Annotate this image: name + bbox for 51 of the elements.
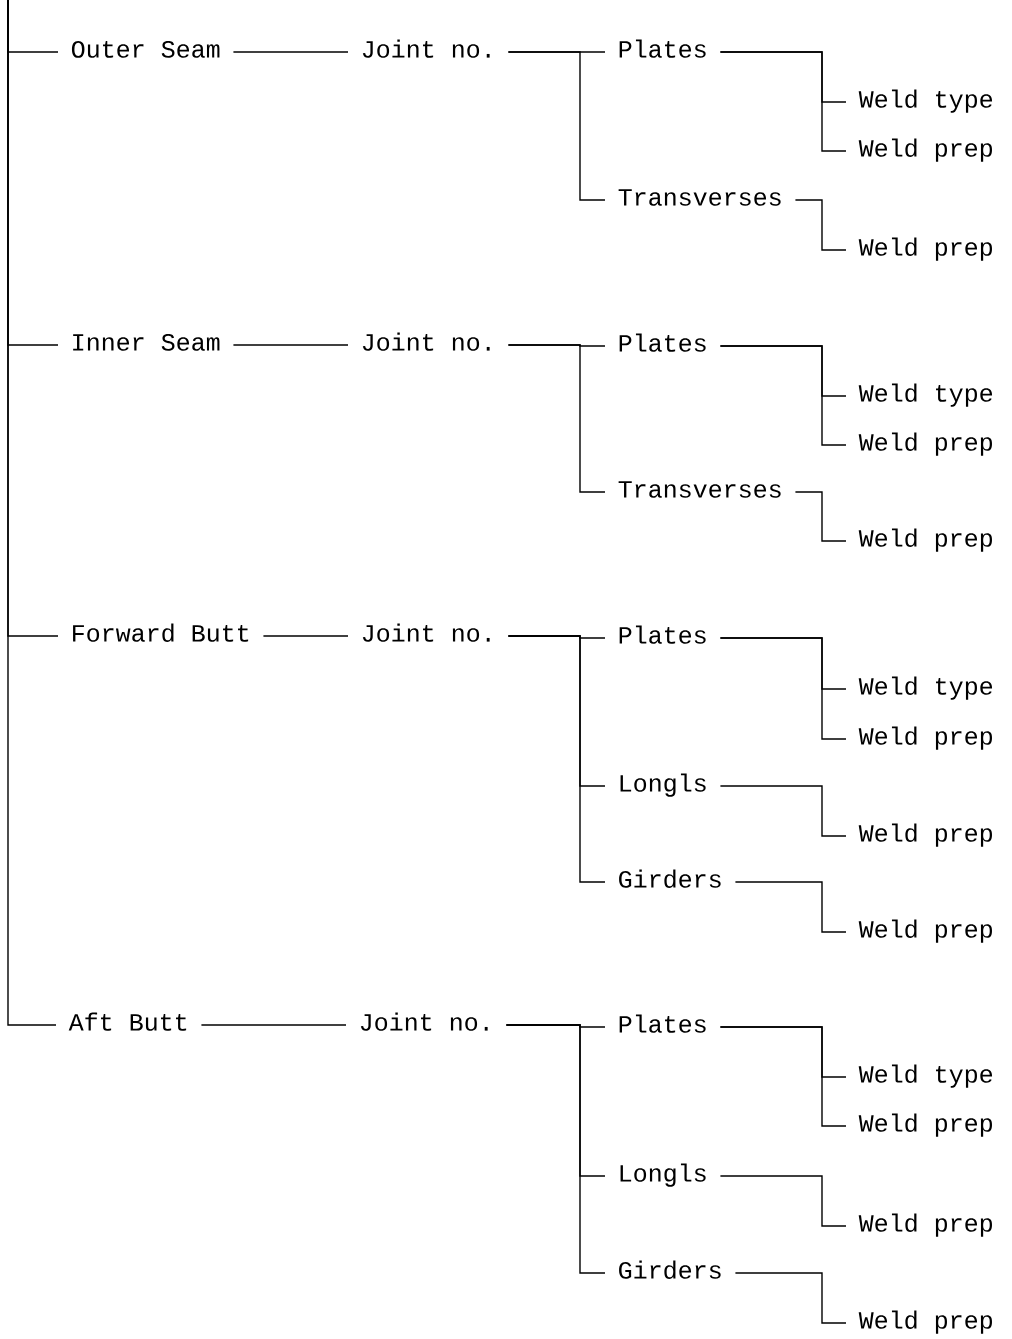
tree-item-label: Joint no.	[362, 39, 490, 58]
tree-line	[262, 635, 349, 637]
tree-item-label: Inner Seam	[73, 333, 220, 351]
tree-item-label: Transverses	[618, 189, 781, 206]
tree-line	[719, 51, 847, 152]
tree-item-label: Joint no.	[362, 623, 490, 642]
tree-line	[794, 491, 847, 542]
tree-item-label: Girders	[619, 869, 721, 888]
tree-item-label: Weld prep	[858, 919, 992, 943]
tree-item-label: Forward Butt	[73, 623, 249, 642]
tree-line	[719, 1026, 847, 1127]
tree-item-label: Weld type	[858, 89, 993, 113]
tree-item-label: Joint no.	[362, 332, 490, 351]
tree-line	[507, 344, 606, 493]
tree-item-label: Outer Seam	[71, 40, 220, 58]
tree-line	[200, 1024, 347, 1026]
tree-item-label: Weld prep	[858, 823, 992, 847]
tree-line	[505, 1024, 606, 1274]
tree-item-label: Joint no.	[360, 1012, 488, 1031]
tree-item-label: Weld type	[858, 676, 993, 700]
tree-item-label: Weld prep	[858, 1113, 992, 1137]
tree-item-label: Longls	[620, 773, 706, 797]
tree-item-label: Plates	[619, 1014, 706, 1033]
tree-line	[734, 881, 847, 933]
tree-item-label: Weld prep	[858, 237, 992, 261]
tree-item-label: Longls	[620, 1163, 706, 1187]
tree-item-label: Weld prep	[858, 1310, 992, 1334]
tree-item-label: Plates	[619, 333, 706, 352]
tree-item-label: Girders	[619, 1260, 721, 1279]
tree-line	[719, 785, 847, 837]
tree-line	[507, 635, 606, 883]
tree-line	[794, 199, 847, 251]
tree-item-label: Plates	[619, 625, 706, 644]
tree-item-label: Aft Butt	[68, 1012, 187, 1031]
tree-item-label: Weld prep	[858, 432, 992, 456]
tree-line	[719, 345, 847, 446]
tree-item-label: Weld prep	[858, 1213, 992, 1237]
tree-line	[232, 344, 349, 346]
tree-item-label: Transverses	[618, 481, 781, 498]
tree-line	[7, 0, 57, 1026]
tree-item-label: Weld type	[858, 1064, 993, 1088]
tree-line	[719, 637, 847, 740]
tree-item-label: Weld prep	[858, 528, 992, 552]
tree-item-label: Weld type	[858, 383, 993, 407]
tree-line	[734, 1272, 847, 1324]
tree-line	[719, 1175, 847, 1227]
tree-item-label: Plates	[619, 39, 706, 58]
tree-item-label: Weld prep	[858, 138, 992, 162]
tree-item-label: Weld prep	[858, 726, 992, 750]
tree-line	[507, 51, 606, 201]
tree-line	[232, 51, 349, 53]
